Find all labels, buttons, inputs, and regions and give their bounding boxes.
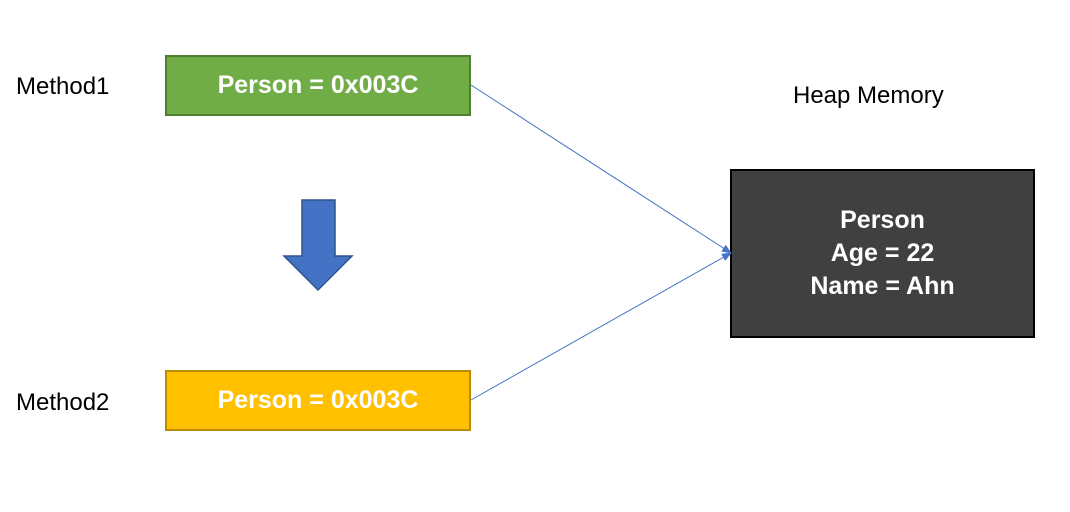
method1-reference-box: Person = 0x003C <box>165 55 471 116</box>
method2-to-heap-connector <box>470 252 732 401</box>
heap-object-type: Person <box>840 206 925 234</box>
method2-reference-text: Person = 0x003C <box>217 386 419 414</box>
method2-reference-box: Person = 0x003C <box>165 370 471 431</box>
heap-object-name: Name = Ahn <box>810 272 955 300</box>
method1-reference-text: Person = 0x003C <box>217 71 419 99</box>
down-arrow-icon <box>282 199 354 292</box>
heap-memory-title: Heap Memory <box>793 82 944 109</box>
method1-to-heap-connector <box>470 84 732 254</box>
method1-label: Method1 <box>16 73 110 100</box>
heap-object-age: Age = 22 <box>830 239 935 267</box>
heap-object-box: Person Age = 22 Name = Ahn <box>730 169 1035 338</box>
method2-label: Method2 <box>16 389 110 416</box>
